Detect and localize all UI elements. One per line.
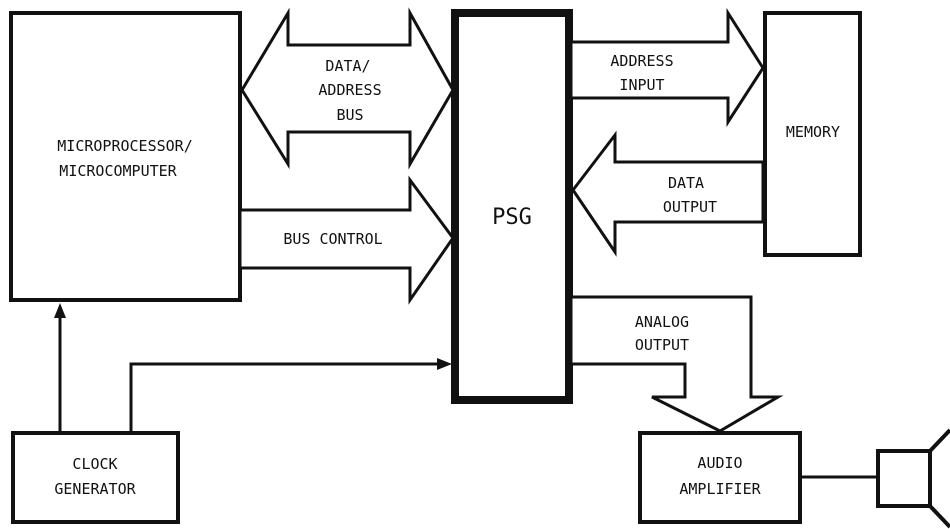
clock-to-psg-arrowhead [437,358,452,370]
microprocessor-label-line2: MICROCOMPUTER [59,162,177,180]
address-input-label-line1: ADDRESS [610,52,673,70]
address-input-arrow [569,7,765,128]
amplifier-label-line2: AMPLIFIER [679,480,761,498]
analog-output-label-line1: ANALOG [635,313,689,331]
psg-label: PSG [492,205,532,230]
data-address-bus-label-line1: DATA/ [325,57,370,75]
amplifier-label-line1: AUDIO [697,454,742,472]
bus-control-arrow [238,175,455,305]
clock-to-microprocessor-arrowhead [54,303,66,318]
psg-block [451,9,573,404]
memory-label: MEMORY [786,123,840,141]
data-address-bus-label-line2: ADDRESS [318,81,381,99]
memory-block [763,11,862,257]
bus-control-label: BUS CONTROL [283,230,382,248]
address-input-label-line2: INPUT [619,76,664,94]
analog-output-arrow [569,295,784,433]
microprocessor-block [9,11,242,302]
analog-output-label-line2: OUTPUT [635,336,689,354]
audio-amplifier-block [638,431,802,524]
clock-to-psg-line [129,362,440,433]
clock-generator-block [11,431,180,524]
data-output-arrow [571,130,765,257]
data-address-bus-arrow [240,7,455,170]
clock-label-line2: GENERATOR [54,480,136,498]
speaker-icon [876,428,950,529]
microprocessor-label-line1: MICROPROCESSOR/ [57,137,192,155]
clock-label-line1: CLOCK [72,455,117,473]
data-address-bus-label-line3: BUS [336,106,363,124]
data-output-label-line2: OUTPUT [663,198,717,216]
data-output-label-line1: DATA [668,174,704,192]
